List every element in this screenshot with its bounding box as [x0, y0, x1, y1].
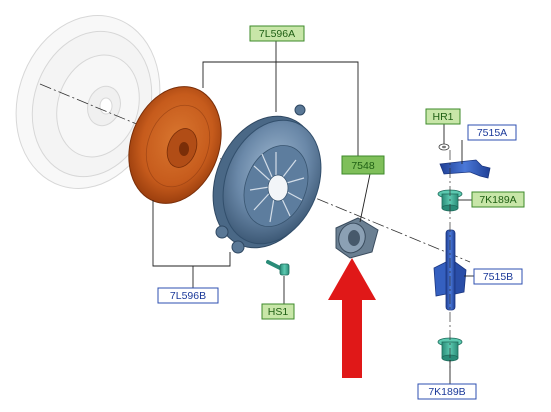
release-fork-part: [439, 159, 491, 179]
release-bearing: [335, 217, 379, 259]
pressure-plate: [212, 104, 322, 254]
callout-7L596A-text: 7L596A: [259, 28, 295, 40]
callout-7548[interactable]: 7548: [341, 155, 385, 175]
centre-axis-line: [39, 83, 471, 263]
callout-HS1-text: HS1: [268, 306, 289, 318]
callout-7K189A[interactable]: 7K189A: [471, 191, 525, 208]
callout-HS1[interactable]: HS1: [261, 303, 295, 320]
callout-7L596B-text: 7L596B: [170, 290, 206, 302]
callout-7515A-text: 7515A: [477, 127, 507, 139]
callout-7K189A-text: 7K189A: [479, 194, 516, 206]
clutch-disc: [128, 86, 222, 204]
callout-7515B[interactable]: 7515B: [473, 268, 523, 285]
callout-7L596B[interactable]: 7L596B: [157, 287, 219, 304]
callout-7548-text: 7548: [351, 160, 375, 172]
callout-7515A[interactable]: 7515A: [467, 124, 517, 141]
flywheel: [15, 15, 161, 189]
bolt: [266, 260, 290, 276]
leader-lines: [152, 38, 474, 384]
red-pointer-arrow: [328, 258, 376, 378]
callout-HR1[interactable]: HR1: [425, 108, 461, 125]
callout-7L596A[interactable]: 7L596A: [249, 25, 305, 42]
callout-7K189B-text: 7K189B: [428, 386, 465, 398]
callout-7K189B[interactable]: 7K189B: [417, 383, 477, 400]
fork-shaft: [433, 229, 467, 311]
callout-7515B-text: 7515B: [483, 271, 513, 283]
callout-HR1-text: HR1: [432, 111, 453, 123]
retainer-clip: [438, 143, 450, 151]
